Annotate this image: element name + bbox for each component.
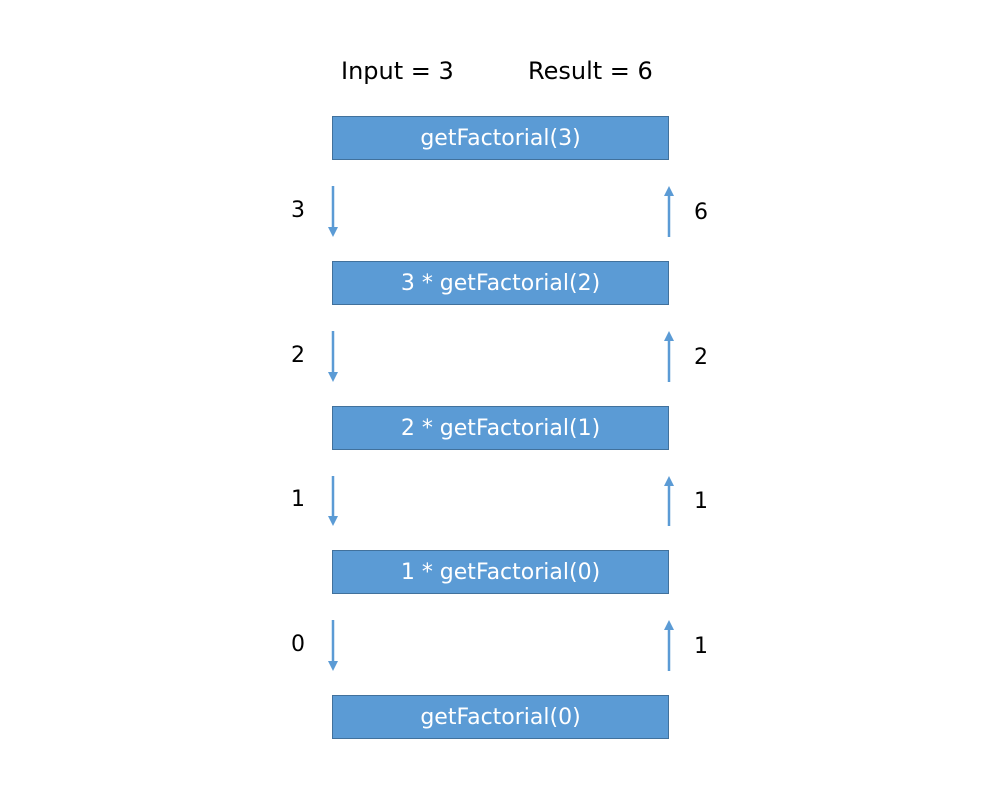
up-arrow-icon	[664, 186, 674, 237]
call-box-4: getFactorial(0)	[332, 695, 669, 739]
call-box-1: 3 * getFactorial(2)	[332, 261, 669, 305]
down-arrow-icon	[328, 620, 338, 671]
call-box-2: 2 * getFactorial(1)	[332, 406, 669, 450]
input-label: Input = 3	[341, 57, 454, 85]
down-value-label: 3	[291, 197, 305, 223]
down-arrow-icon	[328, 186, 338, 237]
up-value-label: 1	[694, 489, 708, 514]
call-box-0: getFactorial(3)	[332, 116, 669, 160]
up-arrow-icon	[664, 620, 674, 671]
up-arrow-icon	[664, 331, 674, 382]
result-label: Result = 6	[528, 57, 653, 85]
down-arrow-icon	[328, 476, 338, 526]
down-value-label: 0	[291, 631, 305, 657]
up-value-label: 1	[694, 633, 708, 659]
down-arrow-icon	[328, 331, 338, 382]
down-value-label: 2	[291, 342, 305, 368]
up-value-label: 6	[694, 199, 708, 225]
up-arrow-icon	[664, 476, 674, 526]
call-box-3: 1 * getFactorial(0)	[332, 550, 669, 594]
down-value-label: 1	[291, 487, 305, 512]
up-value-label: 2	[694, 344, 708, 370]
